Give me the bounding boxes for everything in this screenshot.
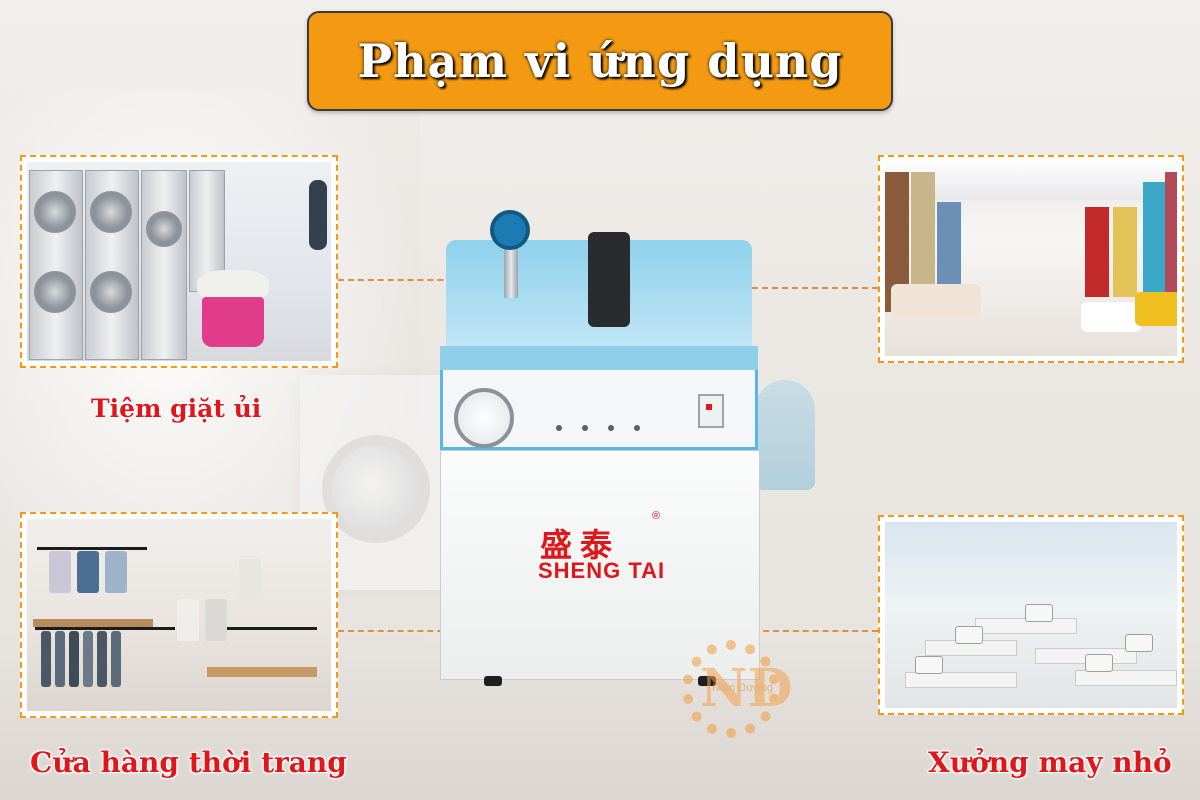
sewing-table: [1075, 670, 1177, 686]
indicator-light: [582, 425, 588, 431]
logo-monogram: ND: [700, 658, 793, 719]
watermark-text: Nam Dương: [712, 682, 774, 694]
machine-foot: [484, 676, 502, 686]
indicator-light: [608, 425, 614, 431]
table: [1081, 302, 1141, 332]
clothing-rack: [37, 547, 147, 550]
connector-boutique: [712, 287, 878, 289]
laundry-basket: [202, 297, 264, 347]
sewing-machine: [1085, 654, 1113, 672]
page-title: Phạm vi ứng dụng: [357, 34, 843, 88]
power-switch: [698, 394, 724, 428]
washer-column: [85, 170, 139, 360]
trousers: [97, 631, 107, 687]
panel-stripe: [440, 346, 758, 370]
indicator-light: [634, 425, 640, 431]
background-washing-machine: [300, 375, 450, 590]
machine-body: [440, 450, 760, 680]
gear-icon: [682, 640, 780, 738]
shirt: [49, 551, 71, 593]
sewing-machine: [955, 626, 983, 644]
brand-name: SHENG TAI: [538, 558, 666, 583]
machine-handle: [588, 232, 630, 327]
photo-sewing-workshop: [878, 515, 1184, 715]
curtain: [1085, 207, 1109, 297]
connector-fashion: [338, 630, 483, 632]
valve-wheel: [490, 210, 530, 250]
washer-door: [322, 435, 430, 543]
sewing-machine: [915, 656, 943, 674]
sewing-machine: [1025, 604, 1053, 622]
sofa: [1135, 292, 1177, 326]
shelf: [33, 619, 153, 627]
clothing-rack: [227, 627, 317, 630]
clothing-rack: [35, 627, 175, 630]
curtain: [1143, 182, 1167, 312]
valve-stem: [504, 246, 518, 298]
curtain: [1165, 172, 1177, 322]
label-fashion-store: Cửa hàng thời trang: [30, 746, 347, 779]
shirt: [205, 599, 227, 641]
shirt: [239, 559, 261, 601]
trousers: [83, 631, 93, 687]
trousers: [41, 631, 51, 687]
workshop-scene: [885, 522, 1177, 708]
brand-chinese: 盛泰: [540, 526, 621, 564]
connector-laundry: [338, 279, 483, 281]
sewing-machine: [1125, 634, 1153, 652]
connector-factory: [674, 630, 878, 632]
photo-fashion-store: [20, 512, 338, 718]
label-sewing-workshop: Xưởng may nhỏ: [928, 746, 1172, 779]
photo-curtain-showroom: [878, 155, 1184, 363]
shirt: [105, 551, 127, 593]
laundry-scene: [27, 162, 331, 361]
display-table: [207, 667, 317, 677]
title-banner: Phạm vi ứng dụng: [307, 11, 893, 111]
trousers: [111, 631, 121, 687]
laundry-clothes: [197, 270, 269, 302]
photo-laundry: [20, 155, 338, 368]
washer-column: [29, 170, 83, 360]
shirt: [77, 551, 99, 593]
trousers: [69, 631, 79, 687]
person: [309, 180, 327, 250]
background-iron: [755, 380, 815, 490]
showroom-scene: [885, 162, 1177, 356]
watermark-logo: ND Nam Dương: [682, 640, 798, 740]
indicator-light: [556, 425, 562, 431]
sofa: [891, 284, 981, 318]
steam-boiler-machine: 盛泰 ® SHENG TAI: [430, 210, 766, 690]
sewing-table: [905, 672, 1017, 688]
curtain: [1113, 207, 1137, 297]
label-laundry: Tiệm giặt ủi: [91, 394, 262, 423]
fashion-scene: [27, 519, 331, 711]
registered-mark: ®: [652, 510, 661, 522]
trousers: [55, 631, 65, 687]
shirt: [177, 599, 199, 641]
pressure-gauge-icon: [454, 388, 514, 448]
washer-column: [141, 170, 187, 360]
